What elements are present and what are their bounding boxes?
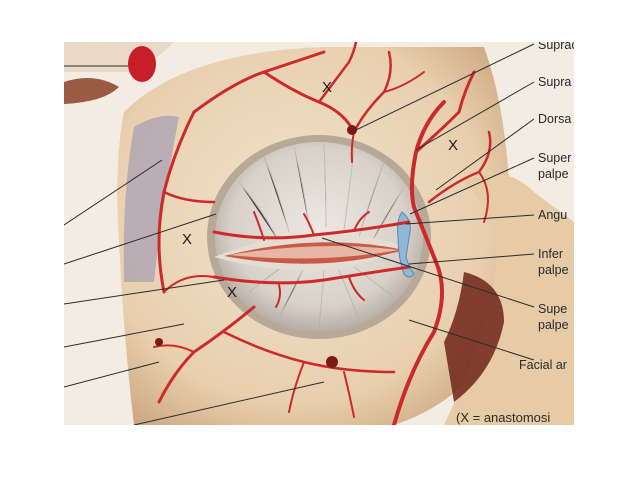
angular-vein [397,211,415,278]
nasal-shadow [444,272,504,402]
legend-anastomosis: (X = anastomosi [456,410,551,425]
label-supraorbital: Suprac [538,42,574,52]
label-angular: Angu [538,208,568,222]
label-dorsal-nasal: Dorsa [538,112,572,126]
left-temporal-shadow [123,115,179,282]
label-supratrochlear: Supra [538,75,572,89]
label-facial: Facial ar [519,358,567,372]
septum-texture [238,143,405,328]
leader-lines [64,43,535,425]
anastomosis-marker: X [448,137,458,154]
label-superior-palpebral-2: Supe palpe [538,302,569,332]
anastomosis-marker: X [182,231,192,248]
anastomosis-marker: X [322,79,332,96]
upper-left-shadow [64,78,119,104]
upper-left-vessel [128,46,156,82]
arteries [153,42,492,425]
eye-arteries-drawing: X X X X [64,42,574,425]
anatomy-illustration: X X X X Suprac Supra Dorsa Super palpe A… [64,42,574,425]
anastomosis-marker: X [227,284,237,301]
label-superior-palpebral: Super palpe [538,151,572,181]
label-inferior-palpebral: Infer palpe [538,247,569,277]
